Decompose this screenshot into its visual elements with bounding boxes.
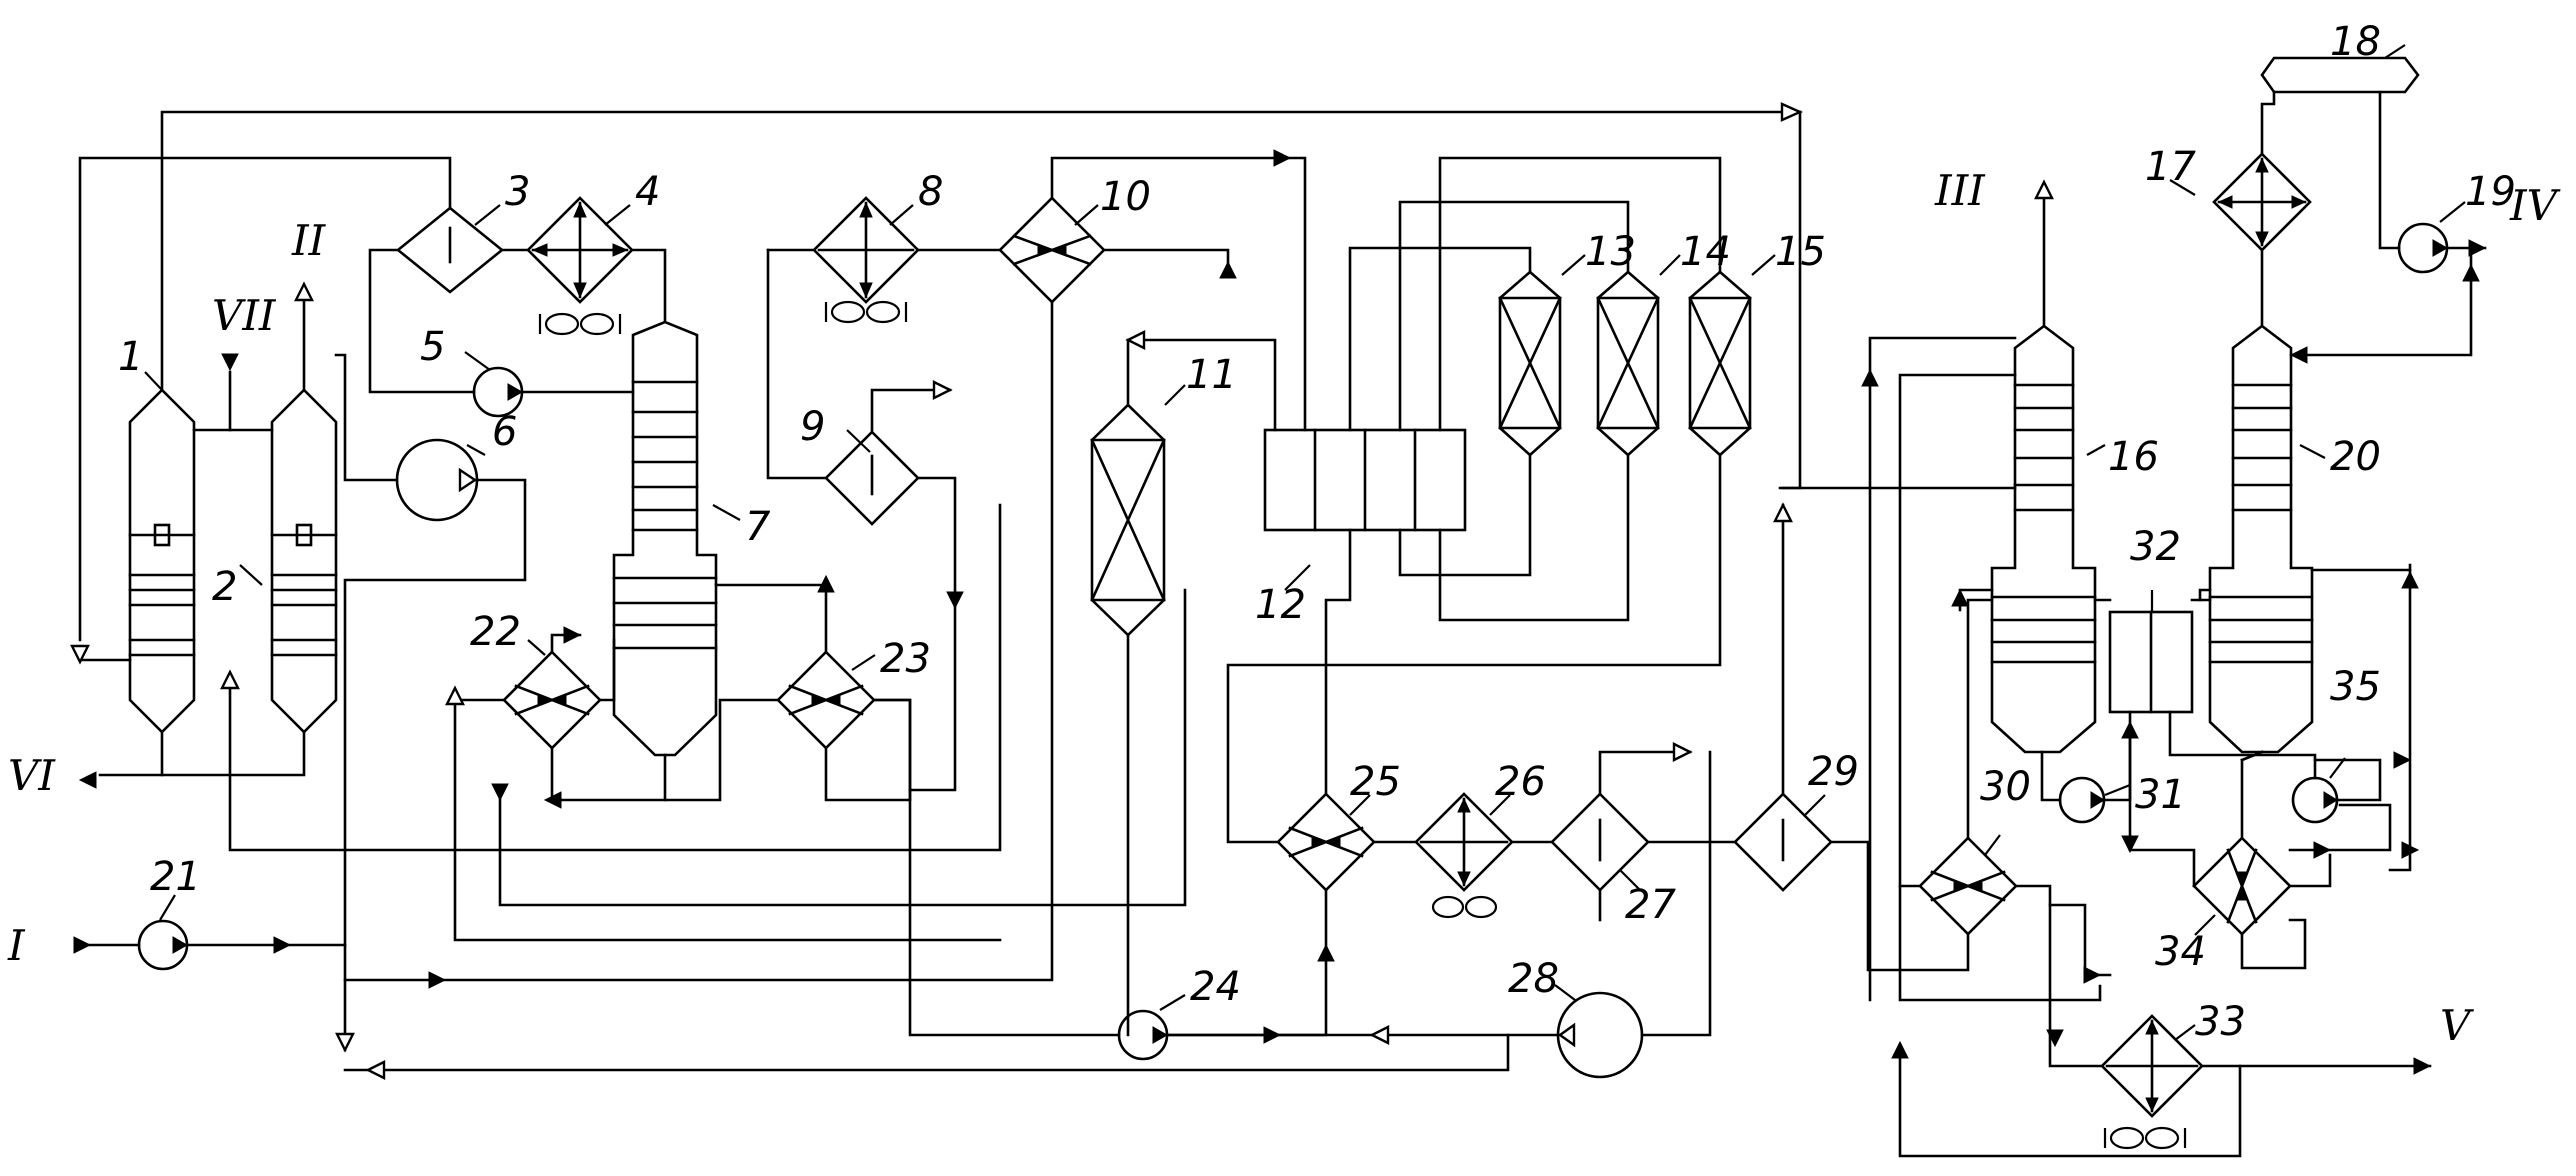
adsorber-2 <box>270 388 338 734</box>
stream-labels: I II III IV V VI VII <box>7 166 2561 1050</box>
equipment-labels: 1 2 3 4 5 6 7 8 9 10 11 12 13 14 15 16 1… <box>118 19 2516 1045</box>
label-32: 32 <box>2130 524 2181 570</box>
air-cooler-26 <box>1414 792 1514 919</box>
label-22: 22 <box>470 609 521 655</box>
label-21: 21 <box>150 854 201 900</box>
stream-VI: VI <box>8 751 56 800</box>
label-11: 11 <box>1186 352 1237 398</box>
label-25: 25 <box>1350 759 1401 805</box>
pump-24 <box>1117 1009 1169 1061</box>
heat-exchanger-30 <box>1918 836 2018 936</box>
reactor-11 <box>1090 403 1166 637</box>
heat-exchanger-9 <box>824 430 920 526</box>
stream-I: I <box>7 921 26 970</box>
adsorber-1 <box>128 388 196 734</box>
label-6: 6 <box>492 409 517 455</box>
leader-lines <box>144 44 2466 1041</box>
reboiler-32 <box>2108 610 2194 714</box>
label-9: 9 <box>800 404 825 450</box>
air-cooler-17 <box>2212 152 2312 252</box>
air-cooler-8 <box>812 196 920 324</box>
column-16 <box>1990 324 2097 754</box>
label-13: 13 <box>1585 229 1636 275</box>
label-15: 15 <box>1775 229 1826 275</box>
stream-IV: IV <box>2509 181 2561 230</box>
reactor-14 <box>1596 270 1660 457</box>
separator-27 <box>1550 792 1650 892</box>
label-20: 20 <box>2330 434 2381 480</box>
label-33: 33 <box>2195 999 2246 1045</box>
label-26: 26 <box>1495 759 1546 805</box>
pump-21 <box>137 919 189 971</box>
air-cooler-33 <box>2100 1014 2204 1150</box>
label-34: 34 <box>2155 929 2206 975</box>
label-29: 29 <box>1808 749 1859 795</box>
piping <box>73 90 2487 1158</box>
label-19: 19 <box>2465 169 2516 215</box>
flow-arrows <box>70 102 2487 1080</box>
label-30: 30 <box>1980 764 2031 810</box>
stream-II: II <box>291 216 327 265</box>
pump-19 <box>2397 222 2449 274</box>
stream-III: III <box>1934 166 1986 215</box>
heat-exchanger-22 <box>502 650 602 750</box>
reactor-15 <box>1688 270 1752 457</box>
label-4: 4 <box>635 169 660 215</box>
air-cooler-4 <box>526 196 634 336</box>
heat-exchanger-34 <box>2192 836 2292 936</box>
stream-VII: VII <box>212 291 277 340</box>
label-1: 1 <box>118 334 143 380</box>
heat-exchanger-3 <box>395 206 505 294</box>
label-31: 31 <box>2135 772 2186 818</box>
furnace-12 <box>1263 428 1467 532</box>
label-7: 7 <box>745 504 771 550</box>
label-27: 27 <box>1625 882 1676 928</box>
stream-V: V <box>2440 1001 2474 1050</box>
compressor-28 <box>1556 991 1644 1079</box>
label-8: 8 <box>918 169 943 215</box>
label-14: 14 <box>1680 229 1731 275</box>
label-2: 2 <box>212 564 237 610</box>
label-5: 5 <box>420 324 445 370</box>
label-3: 3 <box>505 169 530 215</box>
label-12: 12 <box>1255 582 1306 628</box>
label-35: 35 <box>2330 664 2381 710</box>
label-28: 28 <box>1508 956 1559 1002</box>
pump-35 <box>2291 776 2339 824</box>
label-10: 10 <box>1100 174 1151 220</box>
label-16: 16 <box>2108 434 2159 480</box>
label-24: 24 <box>1190 964 1241 1010</box>
column-20 <box>2208 324 2314 754</box>
compressor-6 <box>395 438 479 522</box>
label-17: 17 <box>2145 144 2196 190</box>
separator-29 <box>1733 792 1833 892</box>
heat-exchanger-25 <box>1276 792 1376 892</box>
reactor-13 <box>1498 270 1562 457</box>
heat-exchanger-23 <box>776 650 876 750</box>
pump-31 <box>2058 776 2106 824</box>
label-23: 23 <box>880 636 931 682</box>
label-18: 18 <box>2330 19 2381 65</box>
column-7 <box>612 320 718 757</box>
